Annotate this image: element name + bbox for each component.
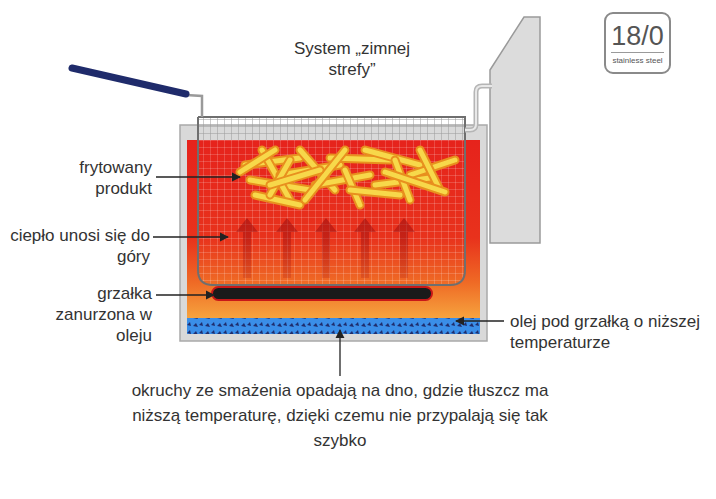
heat-arrows xyxy=(236,218,415,278)
diagram-title: System „zimnej strefy” xyxy=(282,38,422,80)
leader-line xyxy=(153,236,228,237)
fry-stick xyxy=(255,195,300,205)
heat-arrow xyxy=(393,218,415,278)
fry-stick xyxy=(350,190,400,195)
fry-stick-core xyxy=(255,195,300,205)
heater-pipe xyxy=(465,86,492,130)
tank-housing xyxy=(180,125,487,341)
badge-material: stainless steel xyxy=(611,52,664,66)
hot-oil xyxy=(187,140,480,318)
basket-mesh-top xyxy=(198,117,465,140)
fry-stick-core xyxy=(240,150,275,172)
fry-stick xyxy=(270,170,320,185)
fried-product xyxy=(240,150,455,205)
material-badge: 18/0stainless steel xyxy=(604,12,671,74)
callout-label: grzałka zanurzona w oleju xyxy=(40,283,152,346)
fry-stick-core xyxy=(350,190,400,195)
callout-label: okruchy ze smażenia opadają na dno, gdzi… xyxy=(130,378,550,453)
basket-mesh xyxy=(198,140,465,285)
heat-arrow xyxy=(276,218,298,278)
callout-label: ciepło unosi się do góry xyxy=(2,225,150,267)
heat-arrow xyxy=(315,218,337,278)
callout-label: frytowany produkt xyxy=(40,157,152,199)
leader-line xyxy=(339,330,340,376)
handle-grip xyxy=(72,68,186,94)
fry-stick xyxy=(385,172,445,192)
heat-arrow xyxy=(236,218,258,278)
basket-frame xyxy=(198,117,465,285)
callout-label: olej pod grzałką o niższej temperaturze xyxy=(510,311,700,353)
heat-arrow xyxy=(354,218,376,278)
cold-zone-oil xyxy=(187,318,480,334)
leader-line xyxy=(156,176,240,177)
heater-pipe-shine xyxy=(465,86,492,130)
handle-wire xyxy=(186,95,202,117)
fry-stick-core xyxy=(270,170,320,185)
leader-line xyxy=(456,320,504,321)
heating-element xyxy=(212,287,432,300)
fry-stick xyxy=(240,150,275,172)
fry-stick-core xyxy=(385,172,445,192)
leader-line xyxy=(156,294,214,295)
badge-grade: 18/0 xyxy=(611,20,664,52)
crumbs xyxy=(187,318,480,334)
control-head xyxy=(490,17,540,243)
